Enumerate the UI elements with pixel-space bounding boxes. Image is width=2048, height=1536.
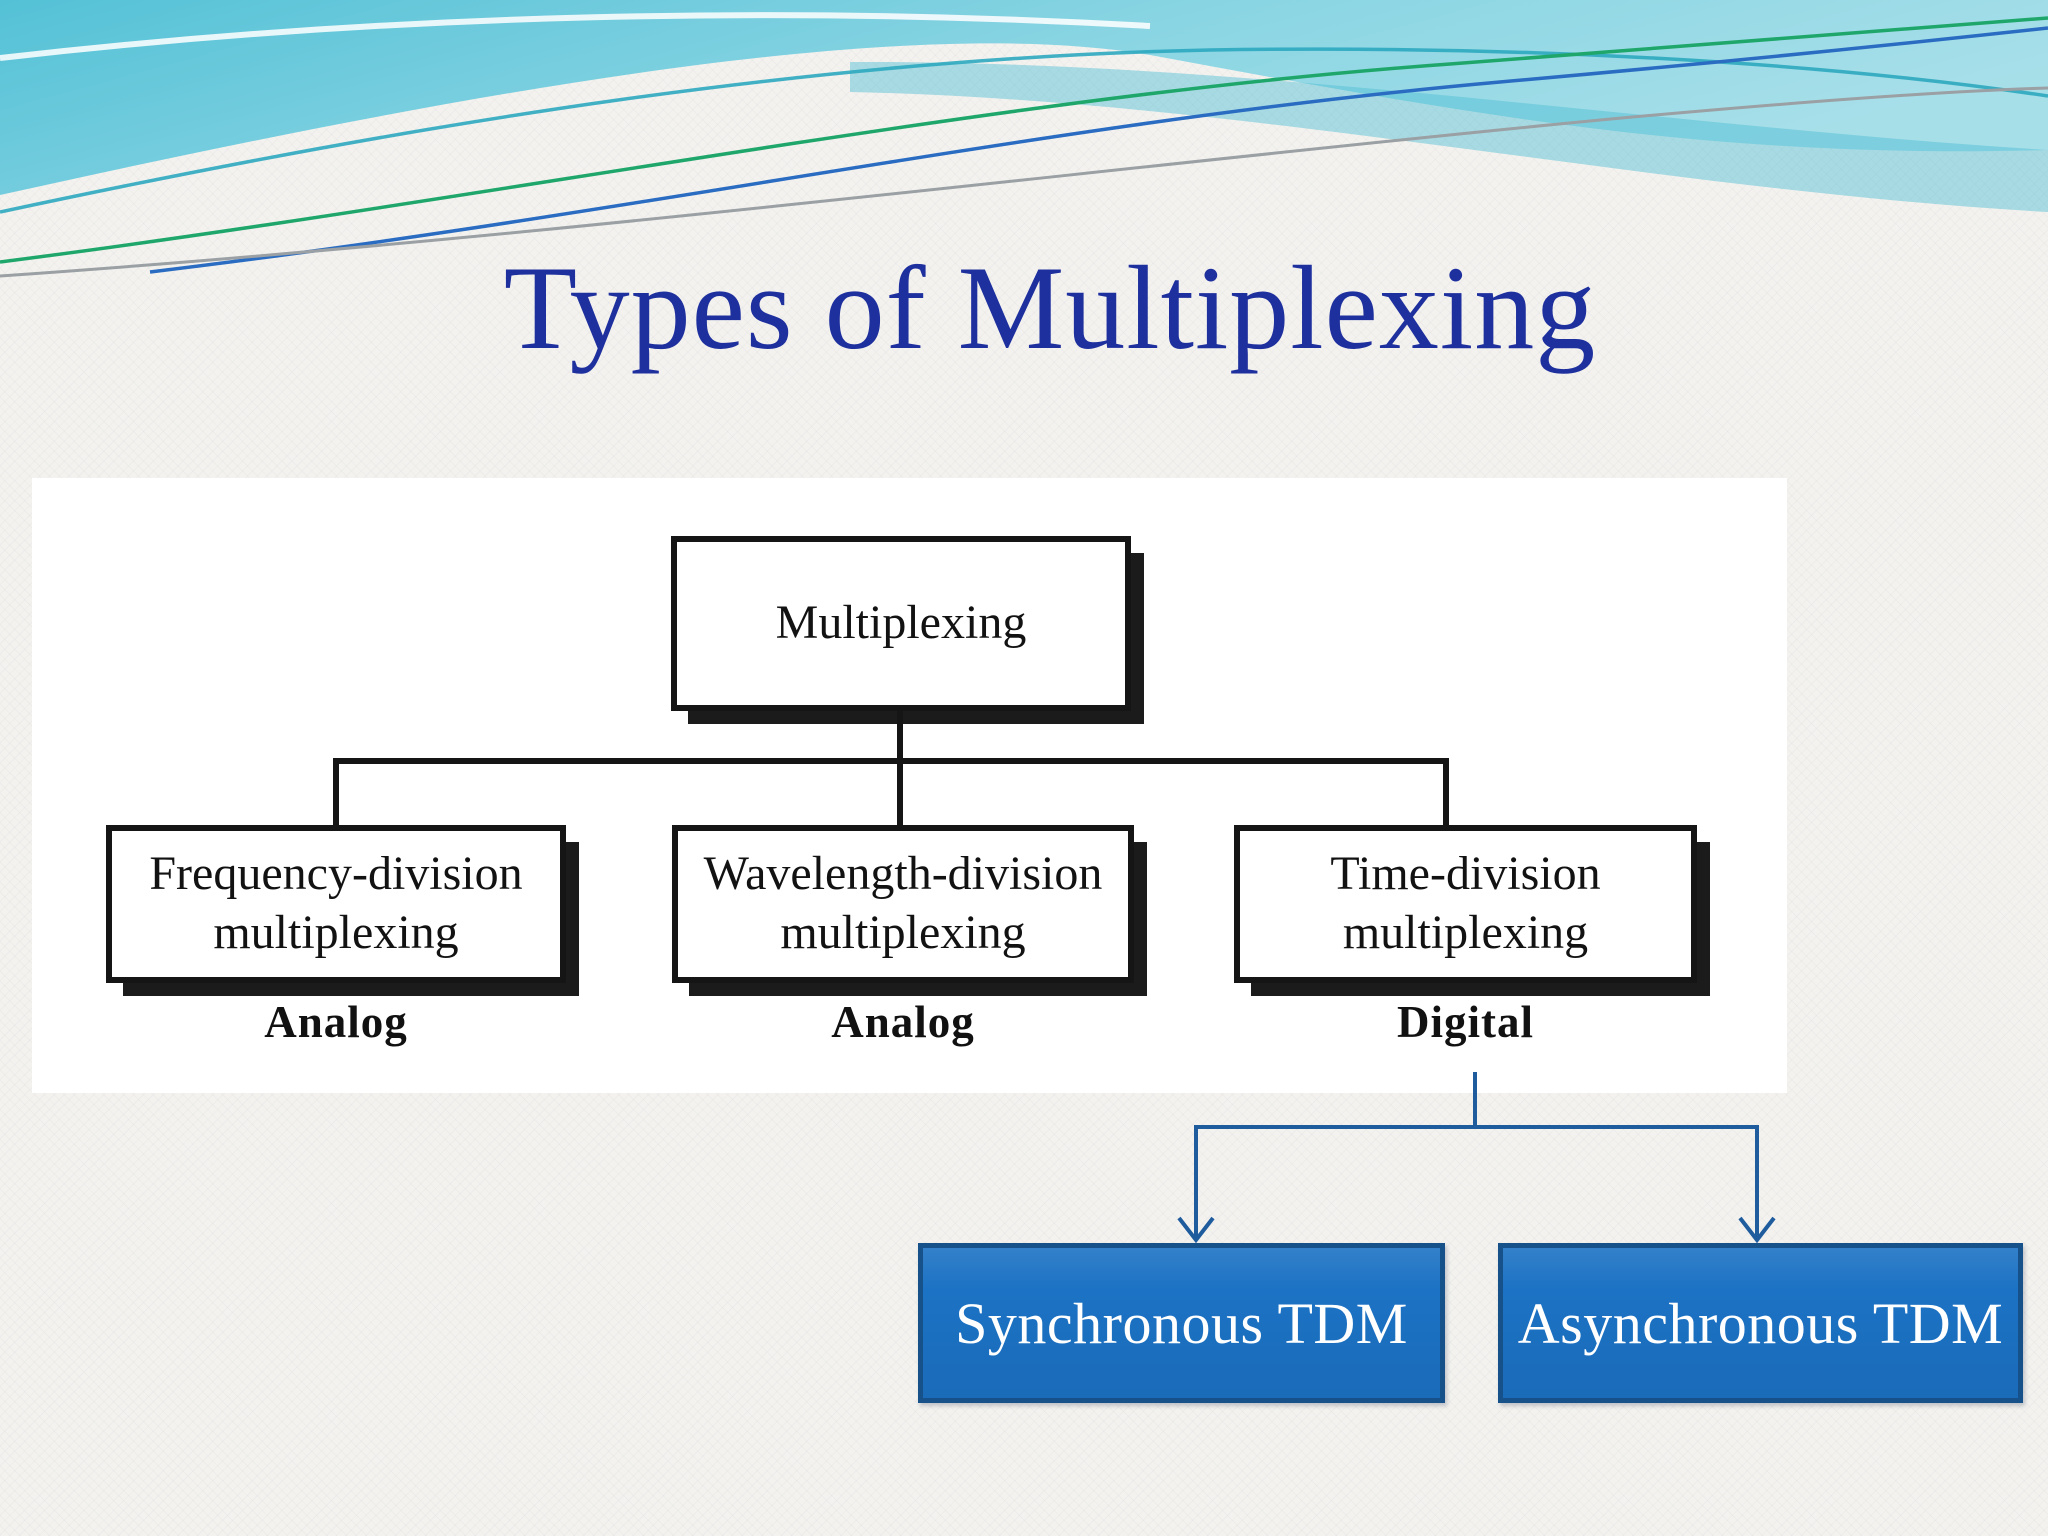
node-multiplexing: Multiplexing xyxy=(671,536,1131,711)
connector-drop-right xyxy=(1443,762,1449,828)
wave-highlight-arc xyxy=(0,12,1151,61)
connector-horizontal-bar xyxy=(333,758,1449,764)
node-asynchronous-tdm-label: Asynchronous TDM xyxy=(1517,1290,2004,1356)
category-label-analog-wdm: Analog xyxy=(831,997,975,1047)
connector-trunk-line xyxy=(897,708,903,760)
header-wave-decoration xyxy=(0,0,2048,278)
node-label-line: Frequency-division xyxy=(149,847,523,901)
wave-line-blue xyxy=(149,26,2048,274)
node-asynchronous-tdm: Asynchronous TDM xyxy=(1498,1243,2023,1403)
node-label-line: Time-division xyxy=(1330,847,1601,901)
node-wavelength-division-multiplexing: Wavelength-division multiplexing xyxy=(672,825,1134,983)
node-label-line: multiplexing xyxy=(1342,906,1589,959)
wave-line-green xyxy=(0,16,2048,264)
arrow-down-icon xyxy=(1177,1216,1215,1244)
node-frequency-division-multiplexing: Frequency-division multiplexing xyxy=(106,825,566,983)
arrow-down-icon xyxy=(1738,1216,1776,1244)
node-time-division-multiplexing: Time-division multiplexing xyxy=(1234,825,1697,983)
category-label-analog-fdm: Analog xyxy=(264,997,408,1047)
wave-line-teal xyxy=(0,47,2048,214)
node-synchronous-tdm: Synchronous TDM xyxy=(918,1243,1445,1403)
connector-drop-middle xyxy=(897,762,903,828)
wave-teal-band xyxy=(850,61,2048,212)
node-synchronous-tdm-label: Synchronous TDM xyxy=(955,1290,1408,1356)
multiplexing-diagram-panel: Multiplexing Frequency-division multiple… xyxy=(32,478,1787,1093)
wave-line-gray xyxy=(0,86,2048,278)
node-multiplexing-label: Multiplexing xyxy=(775,596,1027,650)
node-label-line: multiplexing xyxy=(213,906,459,959)
node-label-line: Wavelength-division xyxy=(703,847,1103,901)
category-label-digital-tdm: Digital xyxy=(1397,997,1534,1047)
node-label-line: multiplexing xyxy=(780,906,1026,959)
wave-teal-field xyxy=(0,0,2048,195)
slide-title: Types of Multiplexing xyxy=(503,241,1597,375)
connector-drop-left xyxy=(333,762,339,828)
